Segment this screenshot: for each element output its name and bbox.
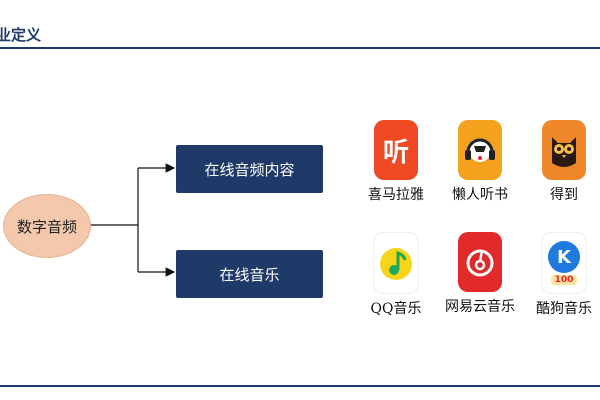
qq-music-logo-icon	[373, 232, 419, 294]
header-divider	[0, 47, 600, 49]
netease-cloud-music-logo-icon	[458, 232, 502, 292]
root-node-digital-audio: 数字音频	[3, 194, 91, 258]
app-label: 网易云音乐	[445, 299, 515, 315]
app-ximalaya: 听 喜马拉雅	[346, 120, 446, 204]
footer-divider	[0, 385, 600, 387]
branch-node-online-music: 在线音乐	[176, 250, 323, 298]
app-kugou-music: K 100 酷狗音乐	[514, 232, 600, 318]
section-title: 业定义	[0, 26, 42, 44]
app-label: 懒人听书	[452, 187, 508, 203]
app-dedao: 得到	[514, 120, 600, 204]
app-label: 得到	[550, 187, 578, 203]
branch-node-online-audio-content: 在线音频内容	[176, 145, 323, 193]
dedao-owl-logo-icon	[542, 120, 586, 180]
app-netease-cloud-music: 网易云音乐	[430, 232, 530, 316]
lanren-headphones-logo-icon	[458, 120, 502, 180]
app-qq-music: QQ音乐	[346, 232, 446, 318]
app-label: QQ音乐	[370, 301, 422, 317]
kugou-logo-icon: K 100	[541, 232, 587, 294]
app-label: 喜马拉雅	[368, 187, 424, 203]
app-lanren-tingshu: 懒人听书	[430, 120, 530, 204]
ximalaya-logo-icon: 听	[374, 120, 418, 180]
app-label: 酷狗音乐	[536, 301, 592, 317]
